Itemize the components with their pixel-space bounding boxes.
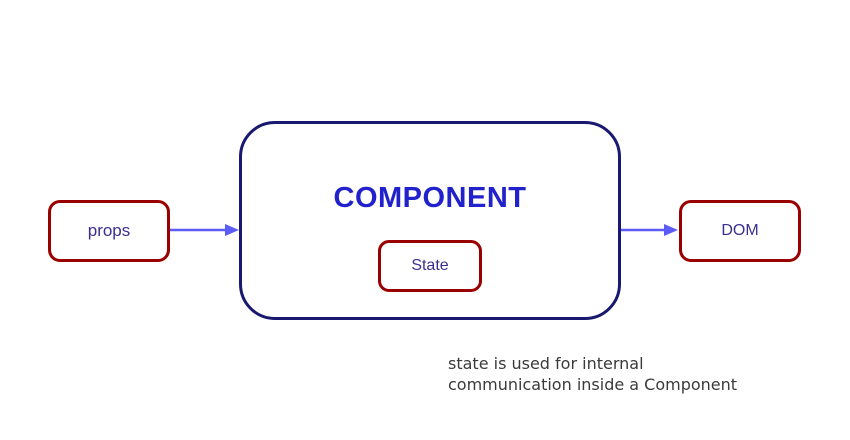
caption: state is used for internal communication… <box>448 353 737 395</box>
arrow-props-to-component-head <box>225 224 239 236</box>
caption-line-2: communication inside a Component <box>448 375 738 394</box>
caption-line-1: state is used for internal <box>448 354 644 373</box>
dom-node-label: DOM <box>721 222 759 239</box>
props-node-label: props <box>87 221 131 240</box>
arrow-props-to-component-icon <box>170 224 239 236</box>
component-node-label: COMPONENT <box>333 182 527 214</box>
component-node: COMPONENT State <box>239 121 621 320</box>
arrow-component-to-dom-icon <box>621 224 678 236</box>
state-node-label: State <box>411 257 449 274</box>
state-node: State <box>378 240 482 292</box>
arrow-component-to-dom-head <box>664 224 678 236</box>
dom-node: DOM <box>679 200 801 262</box>
props-node: props <box>48 200 170 262</box>
